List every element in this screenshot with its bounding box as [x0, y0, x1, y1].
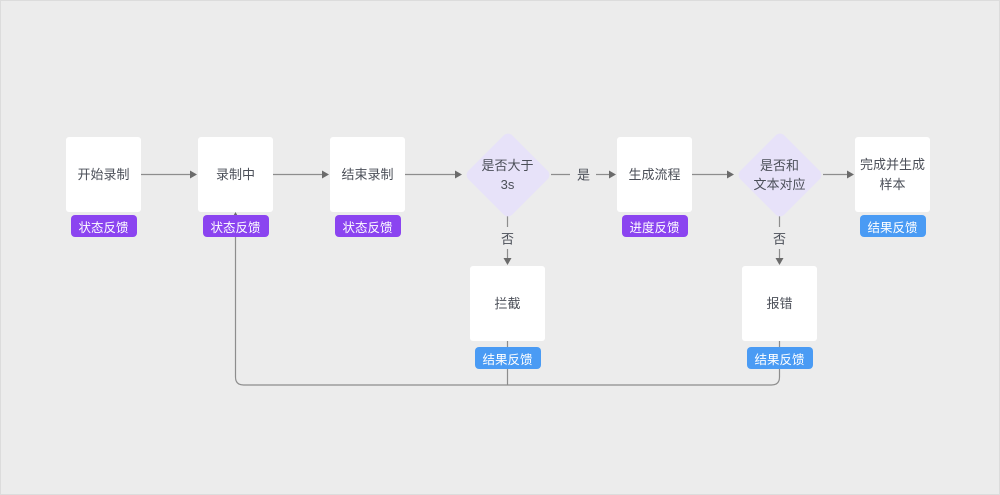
arrowhead: [503, 258, 512, 265]
node-label: 结束录制: [341, 166, 394, 182]
arrowhead: [322, 170, 329, 179]
decision-label: 是否和 文本对应: [753, 157, 806, 192]
decision-label: 是否大于 3s: [481, 157, 534, 192]
badge-status-feedback: 状态反馈: [334, 215, 401, 237]
node-intercept: 拦截: [470, 266, 545, 341]
decision-duration-over-3s: 是否大于 3s: [463, 130, 552, 219]
arrowhead: [609, 170, 616, 179]
arrowhead: [847, 170, 854, 179]
arrowhead: [775, 258, 784, 265]
node-complete-sample: 完成并生成 样本: [855, 137, 930, 212]
badge-progress-feedback: 进度反馈: [621, 215, 688, 237]
arrowhead: [455, 170, 462, 179]
edge-error-loop-to-recording: [234, 218, 781, 386]
node-generate-process: 生成流程: [617, 137, 692, 212]
node-label: 报错: [766, 295, 793, 311]
node-label: 拦截: [494, 295, 521, 311]
edge-label-no-duration: 否: [500, 231, 515, 247]
edge-label-no-text: 否: [772, 231, 787, 247]
node-label: 样本: [879, 176, 906, 192]
badge-status-feedback: 状态反馈: [202, 215, 269, 237]
edge-label-yes: 是: [576, 167, 591, 183]
arrowhead: [727, 170, 734, 179]
node-label: 录制中: [215, 166, 255, 182]
arrowhead: [190, 170, 197, 179]
node-start-recording: 开始录制: [66, 137, 141, 212]
node-label: 开始录制: [77, 166, 130, 182]
node-error: 报错: [742, 266, 817, 341]
badge-status-feedback: 状态反馈: [70, 215, 137, 237]
badge-result-feedback: 结果反馈: [474, 347, 541, 369]
badge-result-feedback: 结果反馈: [746, 347, 813, 369]
node-label: 生成流程: [628, 166, 681, 182]
decision-text-match: 是否和 文本对应: [735, 130, 824, 219]
node-label: 完成并生成: [859, 156, 925, 172]
node-recording: 录制中: [198, 137, 273, 212]
node-end-recording: 结束录制: [330, 137, 405, 212]
badge-result-feedback: 结果反馈: [859, 215, 926, 237]
